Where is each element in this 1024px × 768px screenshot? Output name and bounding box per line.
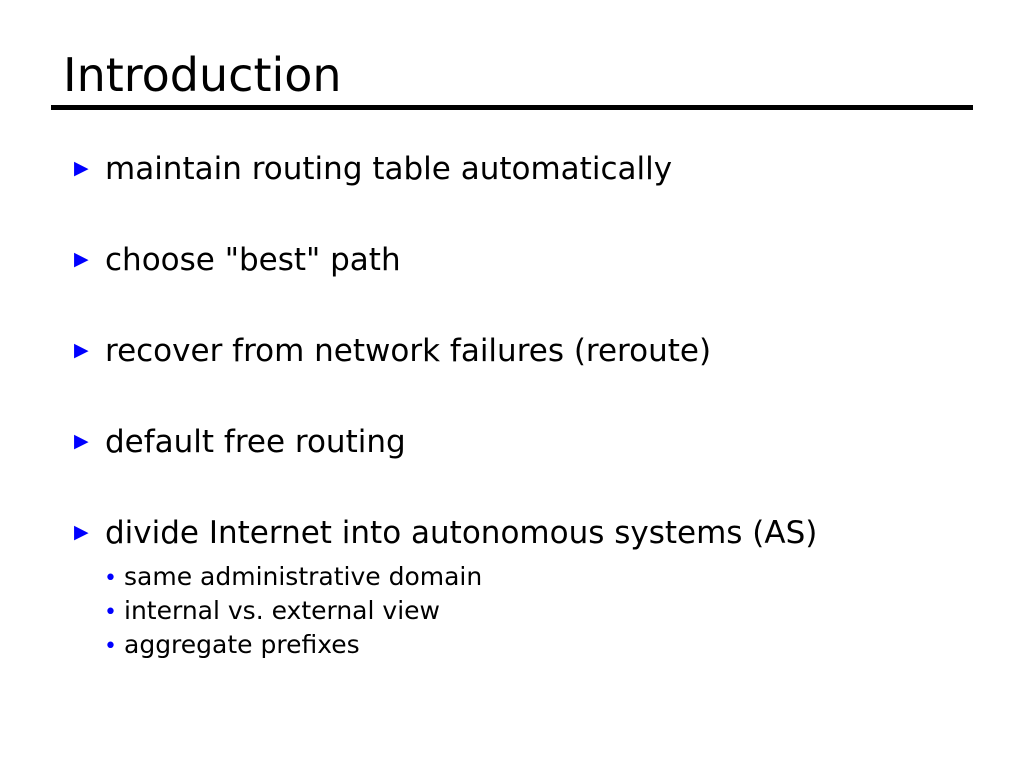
triangle-bullet-icon: ▶ [74, 248, 89, 270]
title-underline-rule [51, 105, 973, 110]
list-item: ▶ default free routing [74, 423, 406, 461]
triangle-bullet-icon: ▶ [74, 157, 89, 179]
list-item: ▶ maintain routing table automatically [74, 150, 672, 188]
triangle-bullet-icon: ▶ [74, 521, 89, 543]
list-item-label: divide Internet into autonomous systems … [105, 515, 818, 551]
sub-list-item: • aggregate prefixes [104, 629, 360, 660]
list-item-label: maintain routing table automatically [105, 151, 673, 187]
page-title: Introduction [63, 48, 342, 102]
list-item: ▶ recover from network failures (reroute… [74, 332, 711, 370]
sub-list-item-label: internal vs. external view [124, 596, 440, 625]
sub-list-item-label: same administrative domain [124, 562, 483, 591]
dot-bullet-icon: • [104, 634, 117, 659]
dot-bullet-icon: • [104, 600, 117, 625]
sub-list-item: • same administrative domain [104, 561, 482, 592]
triangle-bullet-icon: ▶ [74, 430, 89, 452]
list-item: ▶ choose "best" path [74, 241, 401, 279]
sub-list-item-label: aggregate prefixes [124, 630, 360, 659]
list-item-label: choose "best" path [105, 242, 401, 278]
sub-list-item: • internal vs. external view [104, 595, 440, 626]
list-item: ▶ divide Internet into autonomous system… [74, 514, 817, 552]
list-item-label: recover from network failures (reroute) [105, 333, 712, 369]
triangle-bullet-icon: ▶ [74, 339, 89, 361]
list-item-label: default free routing [105, 424, 406, 460]
dot-bullet-icon: • [104, 566, 117, 591]
